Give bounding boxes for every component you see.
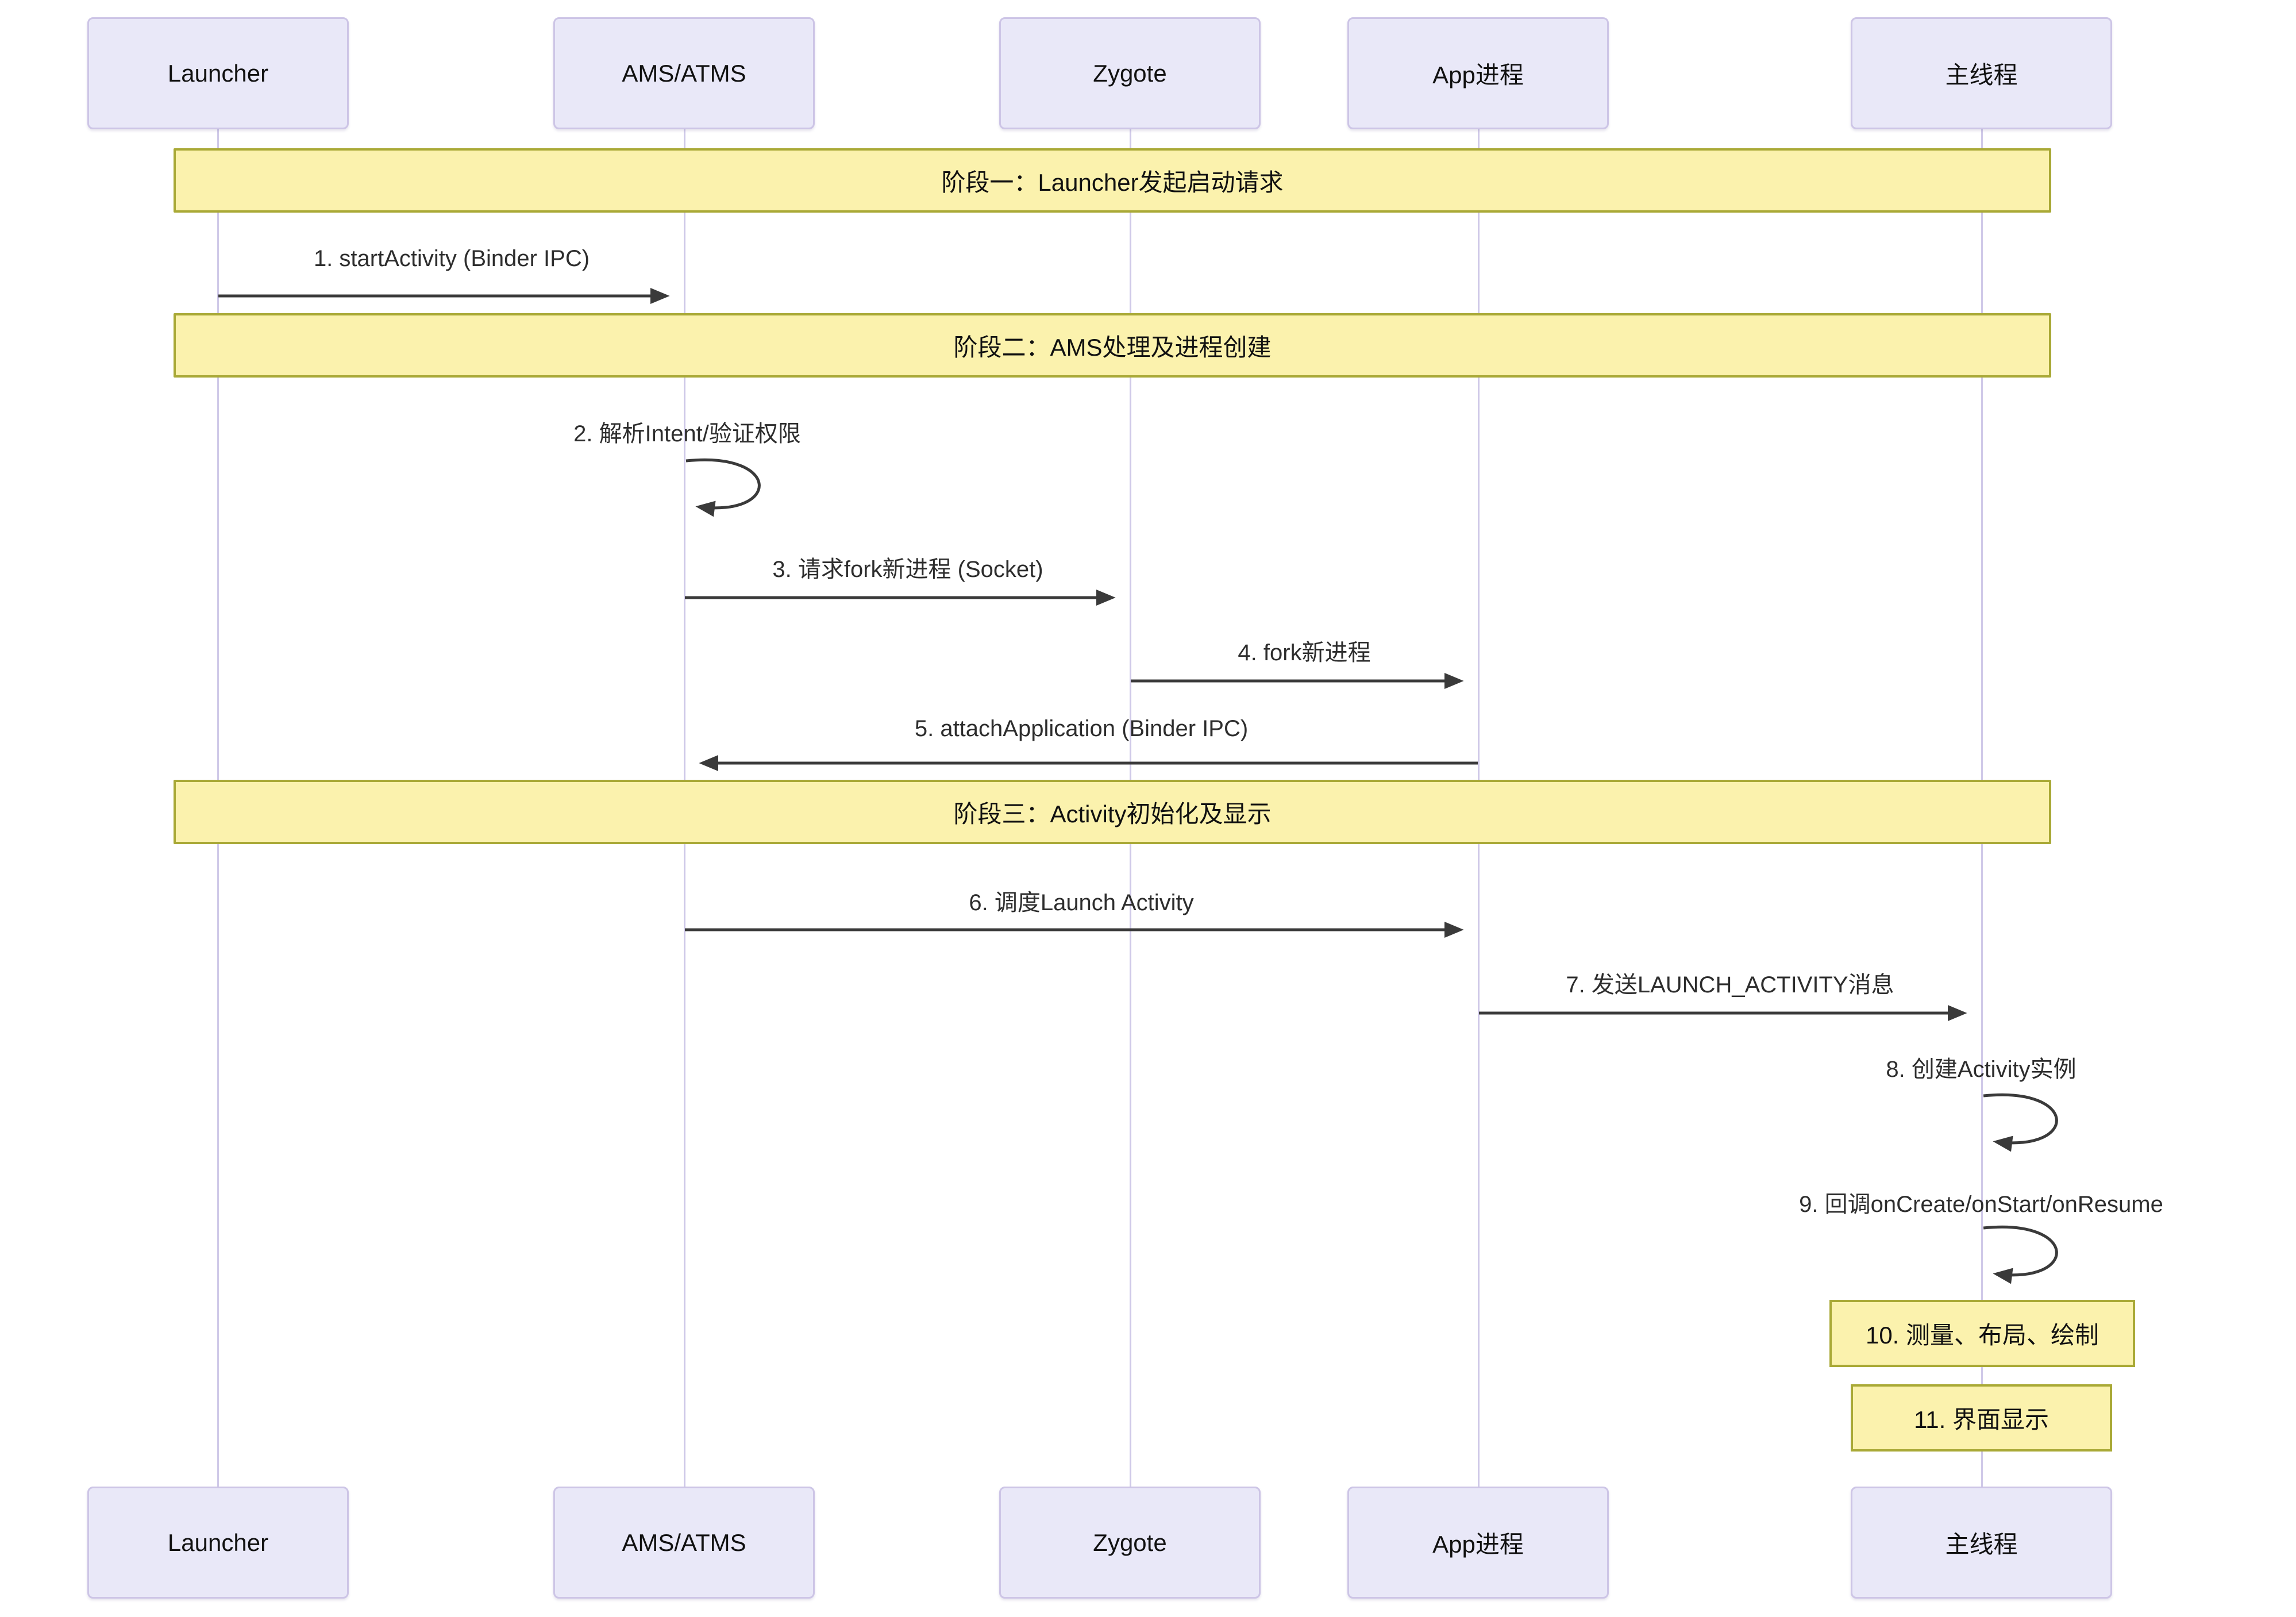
note-11-label: 11. 界面显示 bbox=[1914, 1406, 2049, 1433]
participant-bottom-launcher: Launcher bbox=[87, 1487, 349, 1599]
message-3-label: 3. 请求fork新进程 (Socket) bbox=[772, 557, 1043, 582]
participant-label: AMS/ATMS bbox=[622, 1529, 746, 1556]
message-9-label: 9. 回调onCreate/onStart/onResume bbox=[1799, 1192, 2163, 1217]
participant-label: App进程 bbox=[1432, 1531, 1524, 1558]
message-7-label: 7. 发送LAUNCH_ACTIVITY消息 bbox=[1566, 972, 1894, 998]
participant-label: 主线程 bbox=[1945, 1531, 2018, 1558]
phase-banner-3: 阶段三：Activity初始化及显示 bbox=[174, 780, 2051, 844]
participant-bottom-ams-atms: AMS/ATMS bbox=[553, 1487, 815, 1599]
participant-top-app-process: App进程 bbox=[1347, 17, 1609, 129]
phase-banner-1: 阶段一：Launcher发起启动请求 bbox=[174, 148, 2051, 213]
participant-label: 主线程 bbox=[1945, 61, 2018, 88]
participant-bottom-zygote: Zygote bbox=[999, 1487, 1261, 1599]
message-8-label: 8. 创建Activity实例 bbox=[1886, 1057, 2077, 1082]
participant-top-main-thread: 主线程 bbox=[1851, 17, 2112, 129]
participant-label: Launcher bbox=[167, 59, 269, 87]
participant-bottom-main-thread: 主线程 bbox=[1851, 1487, 2112, 1599]
message-1-label: 1. startActivity (Binder IPC) bbox=[313, 246, 590, 271]
participant-label: Zygote bbox=[1093, 59, 1167, 87]
participant-label: AMS/ATMS bbox=[622, 59, 746, 87]
message-4-label: 4. fork新进程 bbox=[1238, 640, 1371, 665]
message-2-label: 2. 解析Intent/验证权限 bbox=[573, 421, 801, 446]
note-measure-layout-draw: 10. 测量、布局、绘制 bbox=[1829, 1300, 2135, 1367]
participant-label: Launcher bbox=[167, 1529, 269, 1556]
note-ui-display: 11. 界面显示 bbox=[1851, 1384, 2112, 1452]
message-8-self-loop bbox=[1983, 1093, 2058, 1152]
message-2-self-loop bbox=[685, 458, 761, 517]
note-10-label: 10. 测量、布局、绘制 bbox=[1865, 1322, 2099, 1349]
participant-label: App进程 bbox=[1432, 61, 1524, 88]
phase-2-label: 阶段二：AMS处理及进程创建 bbox=[953, 333, 1272, 361]
participant-top-launcher: Launcher bbox=[87, 17, 349, 129]
participant-bottom-app-process: App进程 bbox=[1347, 1487, 1609, 1599]
phase-banner-2: 阶段二：AMS处理及进程创建 bbox=[174, 313, 2051, 378]
phase-3-label: 阶段三：Activity初始化及显示 bbox=[953, 800, 1272, 827]
participant-top-ams-atms: AMS/ATMS bbox=[553, 17, 815, 129]
phase-1-label: 阶段一：Launcher发起启动请求 bbox=[941, 168, 1284, 196]
participant-top-zygote: Zygote bbox=[999, 17, 1261, 129]
message-9-self-loop bbox=[1983, 1225, 2058, 1284]
message-5-label: 5. attachApplication (Binder IPC) bbox=[914, 716, 1249, 741]
message-6-label: 6. 调度Launch Activity bbox=[969, 890, 1194, 915]
participant-label: Zygote bbox=[1093, 1529, 1167, 1556]
